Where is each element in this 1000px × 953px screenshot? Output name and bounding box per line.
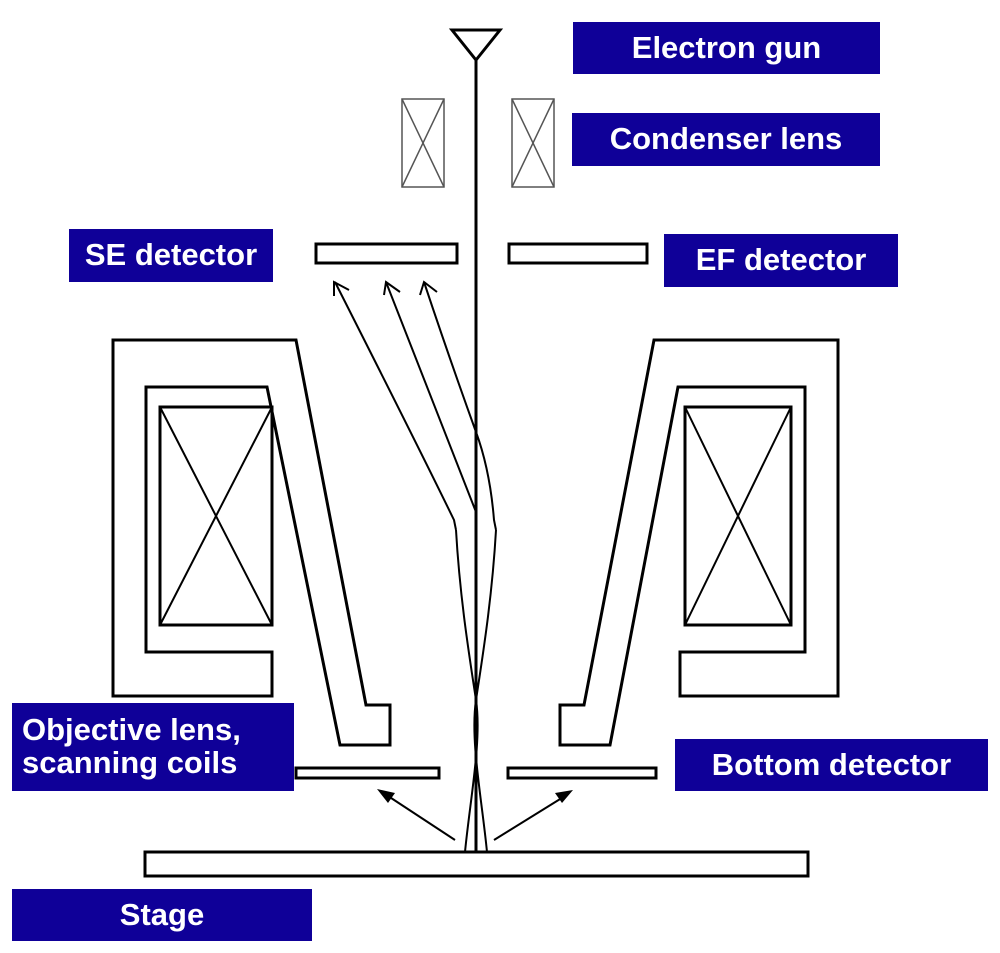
stage-plate bbox=[143, 850, 810, 878]
se-trajectory-1 bbox=[334, 281, 457, 531]
objective-coil-left bbox=[158, 405, 274, 627]
condenser-lens-left bbox=[401, 98, 445, 188]
se-trajectory-2 bbox=[385, 281, 477, 513]
bse-arrow-right-head bbox=[555, 790, 573, 803]
beam-envelope-right bbox=[473, 529, 497, 853]
label-objective-lens-line2: scanning coils bbox=[22, 745, 238, 780]
bse-arrow-left-line bbox=[384, 793, 456, 841]
label-electron-gun: Electron gun bbox=[573, 22, 880, 74]
se-arrowhead-1 bbox=[333, 280, 350, 296]
label-objective-lens: Objective lens, scanning coils bbox=[12, 703, 294, 791]
bottom-detector-left-plate bbox=[294, 766, 441, 780]
bse-arrow-left-head bbox=[377, 789, 395, 803]
label-se-detector: SE detector bbox=[69, 229, 273, 282]
se-trajectory-3 bbox=[423, 281, 497, 531]
objective-lens-right-outer bbox=[558, 338, 840, 747]
ef-detector-plate bbox=[507, 242, 649, 265]
label-objective-lens-line1: Objective lens, bbox=[22, 712, 241, 748]
electron-gun-symbol bbox=[448, 28, 504, 63]
se-arrowhead-2 bbox=[383, 280, 401, 296]
se-detector-plate bbox=[314, 242, 459, 265]
condenser-lens-right bbox=[511, 98, 555, 188]
label-ef-detector: EF detector bbox=[664, 234, 898, 287]
label-condenser-lens: Condenser lens bbox=[572, 113, 880, 166]
label-stage: Stage bbox=[12, 889, 312, 941]
beam-envelope-left bbox=[455, 529, 479, 853]
objective-lens-left-outer bbox=[111, 338, 392, 747]
label-bottom-detector: Bottom detector bbox=[675, 739, 988, 791]
se-arrowhead-3 bbox=[419, 280, 438, 296]
objective-coil-right bbox=[683, 405, 793, 627]
bottom-detector-right-plate bbox=[506, 766, 658, 780]
bse-arrow-right-line bbox=[493, 795, 566, 841]
